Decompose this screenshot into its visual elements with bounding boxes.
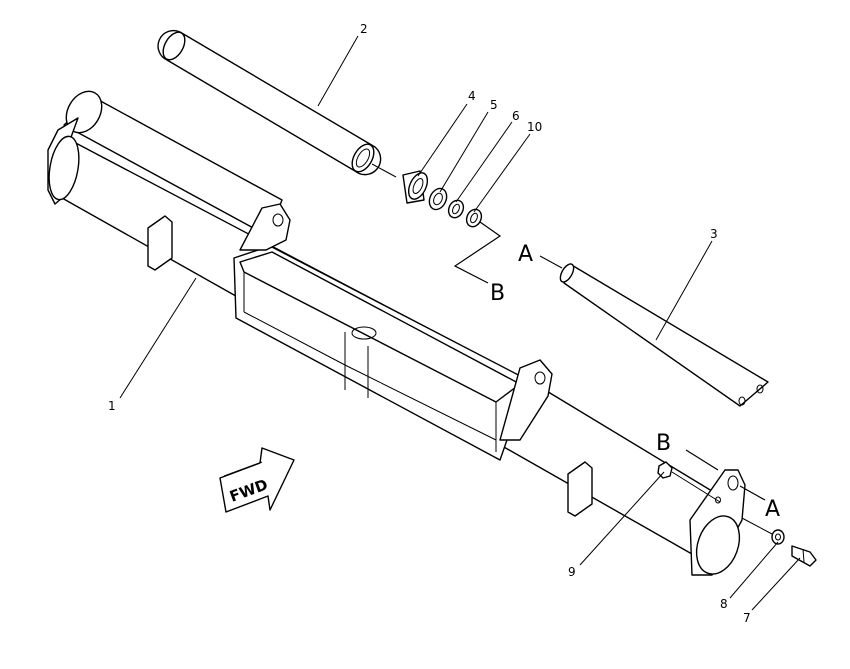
- connector-a-upper: A: [518, 242, 533, 267]
- part-2-tube: [157, 29, 382, 176]
- callout-9: 9: [568, 565, 576, 579]
- callout-3: 3: [710, 227, 718, 241]
- callout-1: 1: [108, 399, 116, 413]
- fwd-arrow: FWD: [219, 447, 295, 513]
- callout-6: 6: [512, 109, 520, 123]
- part-10-washer: [465, 208, 483, 228]
- callout-5: 5: [490, 98, 498, 112]
- part-7-bolt: [791, 545, 817, 567]
- part-5-washer: [428, 187, 448, 211]
- callout-10: 10: [527, 120, 542, 134]
- callout-8: 8: [720, 597, 728, 611]
- part-4-bearing: [402, 170, 429, 204]
- connector-a-lower: A: [765, 497, 780, 522]
- part-3-pin: [559, 263, 769, 407]
- connector-b-upper: B: [490, 281, 505, 306]
- callout-7: 7: [743, 611, 751, 625]
- part-9-nut: [657, 461, 673, 479]
- callout-4: 4: [468, 89, 476, 103]
- callout-2: 2: [360, 22, 368, 36]
- part-6-washer: [447, 199, 465, 219]
- part-1-axle-housing: [47, 90, 746, 576]
- part-8-washer: [771, 529, 785, 545]
- connector-b-lower: B: [656, 431, 671, 456]
